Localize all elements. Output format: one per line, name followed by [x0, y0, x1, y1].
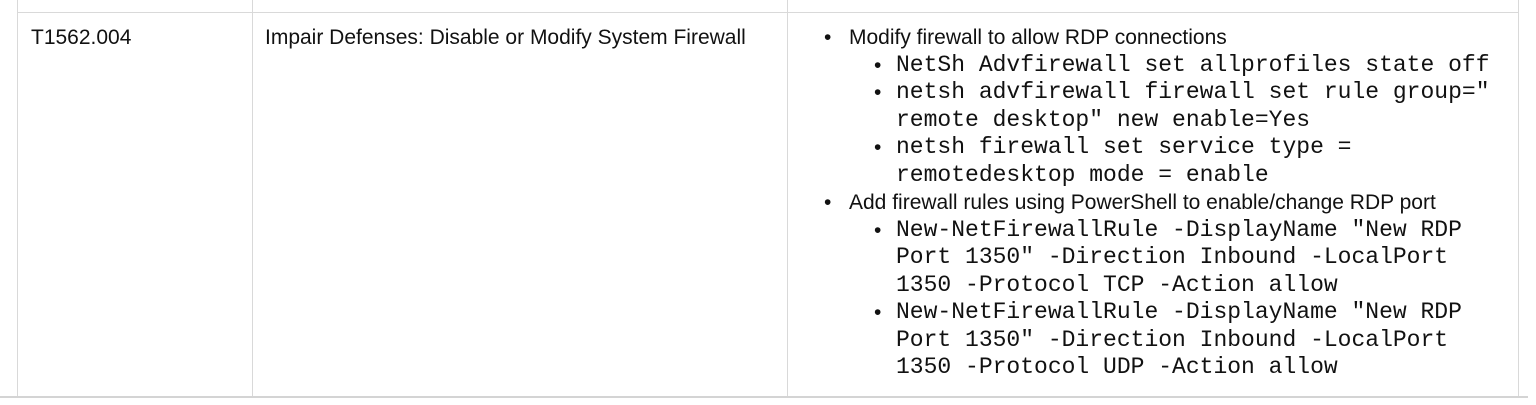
command-line: netsh firewall set service type =	[896, 134, 1352, 160]
bullet-icon: •	[874, 136, 882, 159]
technique-details-cell: • Modify firewall to allow RDP connectio…	[788, 13, 1519, 396]
techniques-table: T1562.004 Impair Defenses: Disable or Mo…	[17, 0, 1519, 396]
command-line: remotedesktop mode = enable	[896, 161, 1269, 188]
table-row: T1562.004 Impair Defenses: Disable or Mo…	[18, 13, 1519, 396]
bullet-icon: •	[874, 301, 882, 324]
command-line: remote desktop" new enable=Yes	[896, 106, 1311, 133]
bullet-icon: •	[874, 53, 882, 77]
command-line: NetSh Advfirewall set allprofiles state …	[896, 51, 1490, 78]
technique-id-cell: T1562.004	[18, 13, 253, 396]
command-line: Port 1350" -Direction Inbound -LocalPort	[896, 244, 1449, 270]
bullet-icon: •	[824, 26, 832, 49]
detail-text: Add firewall rules using PowerShell to e…	[849, 191, 1436, 214]
previous-row-remnant	[18, 0, 1519, 13]
bullet-icon: •	[874, 81, 882, 104]
previous-row-cell-details	[788, 0, 1519, 13]
technique-name: Impair Defenses: Disable or Modify Syste…	[265, 26, 746, 49]
command-line: Port 1350" -Direction Inbound -LocalPort	[896, 326, 1449, 353]
detail-text: Modify firewall to allow RDP connections	[849, 26, 1227, 49]
command-line: netsh advfirewall firewall set rule grou…	[896, 79, 1490, 105]
list-item: • New-NetFirewallRule -DisplayName "New …	[849, 217, 1506, 300]
command-line: New-NetFirewallRule -DisplayName "New RD…	[896, 299, 1462, 325]
technique-name-cell: Impair Defenses: Disable or Modify Syste…	[253, 13, 788, 396]
table-bottom-rule	[0, 396, 1528, 398]
list-item: • netsh advfirewall firewall set rule gr…	[849, 79, 1506, 134]
command-line: 1350 -Protocol TCP -Action allow	[896, 271, 1338, 298]
command-line: 1350 -Protocol UDP -Action allow	[896, 354, 1338, 380]
previous-row-cell-id	[18, 0, 253, 13]
list-item: • New-NetFirewallRule -DisplayName "New …	[849, 299, 1506, 382]
command-line: New-NetFirewallRule -DisplayName "New RD…	[896, 216, 1462, 243]
bullet-icon: •	[874, 218, 882, 242]
previous-row-cell-name	[253, 0, 788, 13]
technique-id: T1562.004	[31, 26, 132, 49]
list-item: • netsh firewall set service type = remo…	[849, 134, 1506, 189]
bullet-icon: •	[824, 191, 832, 214]
list-item: • Modify firewall to allow RDP connectio…	[800, 24, 1506, 189]
list-item: • Add firewall rules using PowerShell to…	[800, 189, 1506, 382]
list-item: • NetSh Advfirewall set allprofiles stat…	[849, 52, 1506, 80]
